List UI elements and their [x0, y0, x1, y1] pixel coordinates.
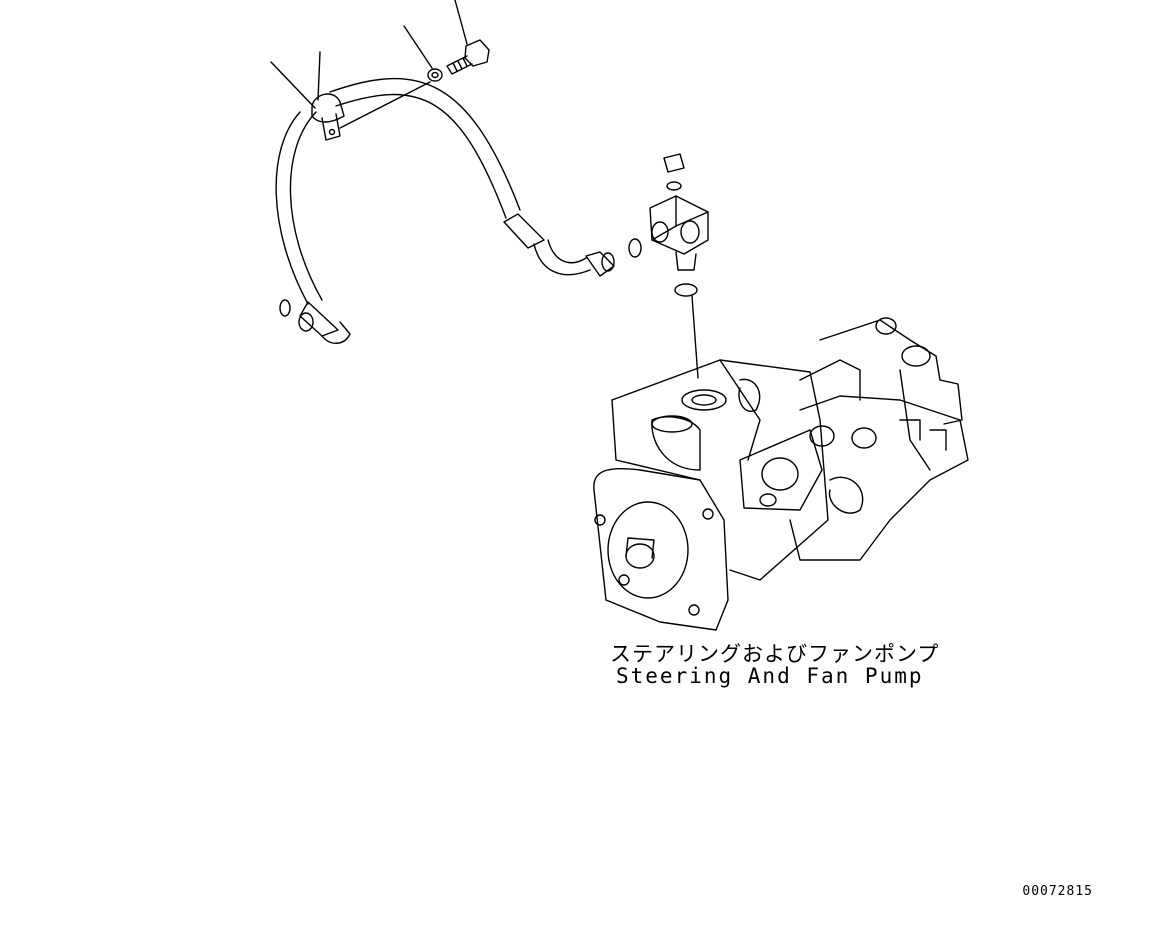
- elbow-adapter: [628, 153, 709, 297]
- hose-assembly: [275, 78, 615, 344]
- hose-clamp: [311, 93, 345, 141]
- leader-lines: [270, 0, 699, 379]
- drawing-number: 00072815: [1022, 884, 1093, 899]
- bolt: [446, 39, 490, 75]
- steering-and-fan-pump: [593, 317, 969, 631]
- caption-japanese: ステアリングおよびファンポンプ: [610, 642, 940, 666]
- washer: [427, 68, 443, 82]
- caption-english: Steering And Fan Pump: [616, 664, 924, 688]
